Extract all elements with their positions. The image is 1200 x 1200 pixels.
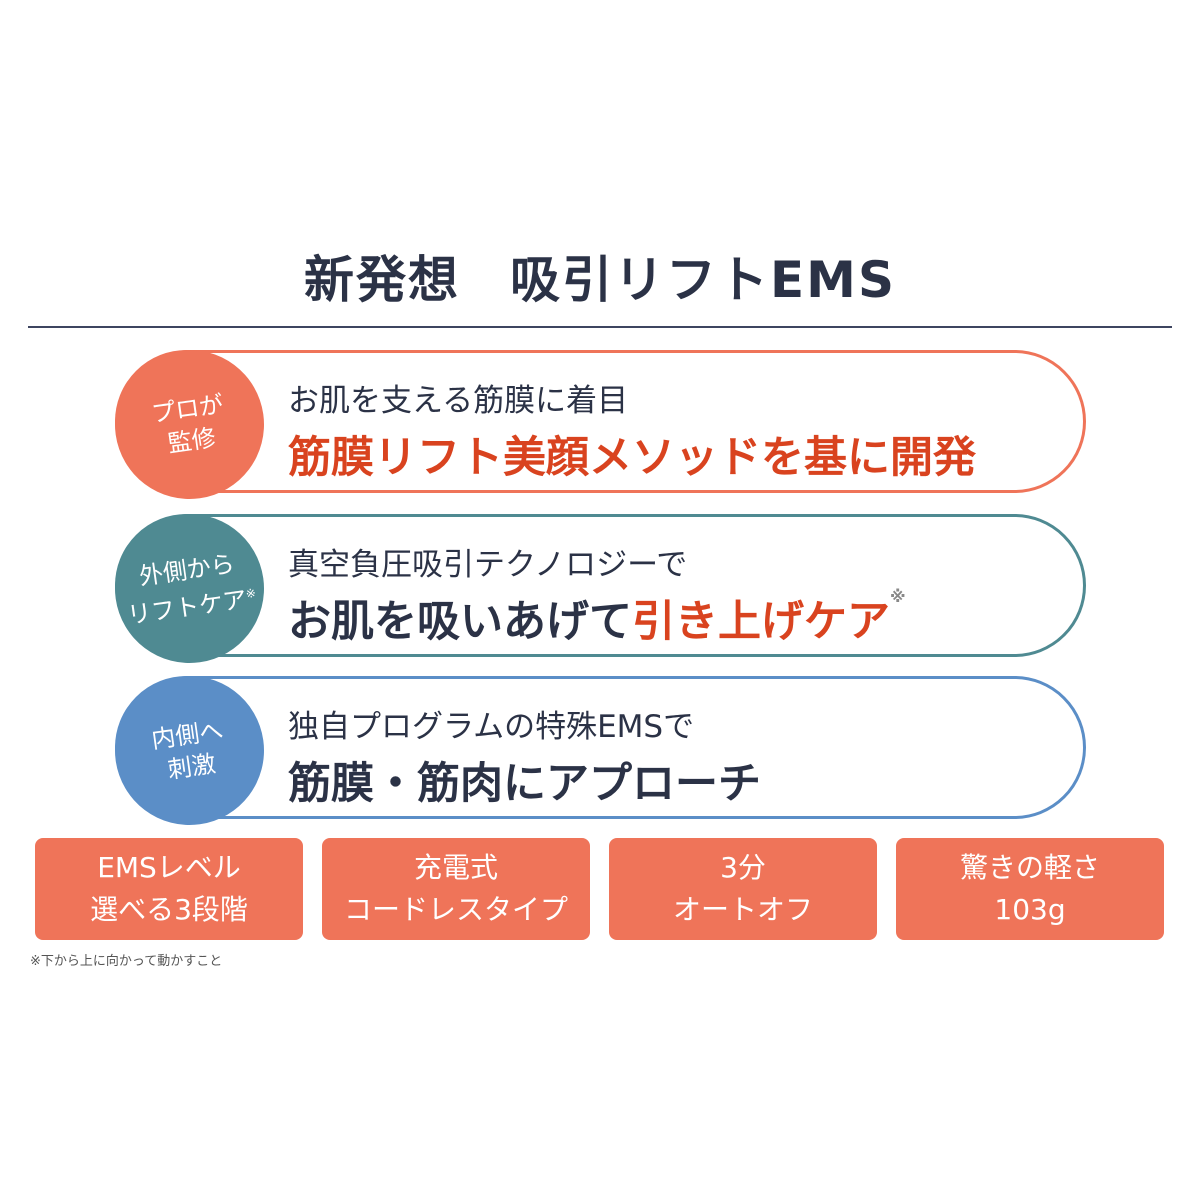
spec-badge-ems-level: EMSレベル選べる3段階: [35, 838, 303, 940]
feature-headline: 筋膜・筋肉にアプローチ: [288, 759, 761, 809]
feature-card-suction: 外側から リフトケア※ 真空負圧吸引テクノロジーで お肌を吸いあげて引き上げケア…: [105, 504, 1086, 673]
feature-badge: 内側へ 刺激: [105, 666, 274, 835]
footnote: ※下から上に向かって動かすこと: [30, 954, 223, 969]
feature-subtitle: お肌を支える筋膜に着目: [288, 383, 629, 419]
feature-subtitle: 真空負圧吸引テクノロジーで: [288, 547, 688, 583]
title-divider: [28, 326, 1172, 328]
feature-headline: 筋膜リフト美顔メソッドを基に開発: [288, 433, 976, 483]
feature-headline: お肌を吸いあげて引き上げケア※: [288, 587, 906, 647]
feature-badge: 外側から リフトケア※: [105, 504, 274, 673]
feature-badge: プロが 監修: [105, 340, 274, 509]
page-title: 新発想吸引リフトEMS: [304, 251, 896, 309]
feature-card-pro: プロが 監修 お肌を支える筋膜に着目 筋膜リフト美顔メソッドを基に開発: [105, 340, 1086, 509]
feature-subtitle: 独自プログラムの特殊EMSで: [288, 709, 695, 745]
spec-badge-auto-off: 3分オートオフ: [609, 838, 877, 940]
feature-card-ems: 内側へ 刺激 独自プログラムの特殊EMSで 筋膜・筋肉にアプローチ: [105, 666, 1086, 835]
spec-badge-cordless: 充電式コードレスタイプ: [322, 838, 590, 940]
